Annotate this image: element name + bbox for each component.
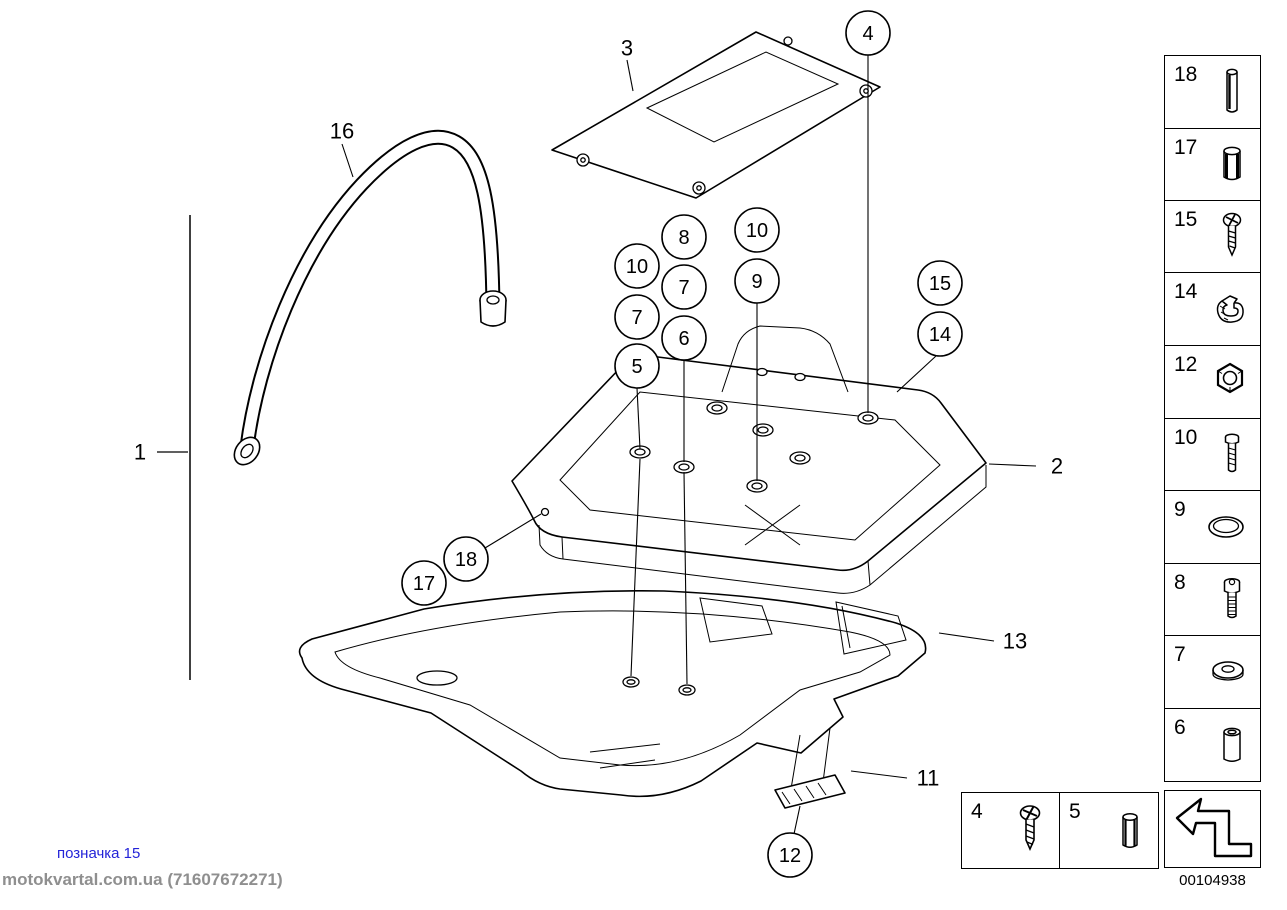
callout-label-3: 3 xyxy=(621,36,633,61)
svg-text:8: 8 xyxy=(678,227,689,249)
svg-text:15: 15 xyxy=(929,273,951,295)
spacer-sleeve-icon xyxy=(1223,727,1241,762)
tapping-screw-icon xyxy=(1222,212,1242,257)
callout-circle-18[interactable]: 18 xyxy=(443,536,489,582)
callout-circle-7[interactable]: 7 xyxy=(661,264,707,310)
document-number: 00104938 xyxy=(1179,872,1246,889)
clip-icon xyxy=(1216,295,1244,323)
svg-text:7: 7 xyxy=(631,307,642,329)
callout-circle-10[interactable]: 10 xyxy=(734,207,780,253)
part-3-cover-plate xyxy=(551,31,881,199)
part-number-label: 17 xyxy=(1174,136,1198,159)
part-box-12[interactable]: 12 xyxy=(1164,345,1261,419)
circled-callouts: 4 8 10 10 7 9 7 6 5 15 14 18 17 12 xyxy=(401,10,963,878)
lower-rack-screw-holes xyxy=(622,676,696,696)
part-number-label: 12 xyxy=(1174,353,1198,376)
part-number-label: 7 xyxy=(1174,643,1186,666)
part-11-clamp-bracket xyxy=(774,727,846,809)
part-number-label: 4 xyxy=(971,800,983,823)
svg-text:12: 12 xyxy=(779,845,801,867)
svg-text:7: 7 xyxy=(678,277,689,299)
tube-end-collar-left xyxy=(233,436,261,466)
gasket-ring-icon xyxy=(1208,516,1244,538)
svg-text:13: 13 xyxy=(1003,629,1027,654)
part-box-5[interactable]: 5 xyxy=(1059,792,1159,869)
part-number-label: 5 xyxy=(1069,800,1081,823)
bolt-icon xyxy=(1223,578,1241,619)
part-number-label: 18 xyxy=(1174,63,1198,86)
part-number-label: 6 xyxy=(1174,716,1186,739)
oval-head-screw-icon xyxy=(1019,804,1041,851)
callout-circle-17[interactable]: 17 xyxy=(401,560,447,606)
svg-text:5: 5 xyxy=(631,356,642,378)
svg-text:10: 10 xyxy=(746,220,768,242)
part-number-label: 14 xyxy=(1174,280,1198,303)
callout-circle-5[interactable]: 5 xyxy=(614,343,660,389)
part-box-15[interactable]: 15 xyxy=(1164,200,1261,274)
cover-plate-holes xyxy=(576,36,873,195)
part-box-18[interactable]: 18 xyxy=(1164,55,1261,129)
callout-circle-7[interactable]: 7 xyxy=(614,294,660,340)
part-number-label: 9 xyxy=(1174,498,1186,521)
svg-text:9: 9 xyxy=(751,271,762,293)
svg-text:6: 6 xyxy=(678,328,689,350)
svg-text:3: 3 xyxy=(621,36,633,61)
part-13-lower-rack xyxy=(298,590,927,809)
part-box-8[interactable]: 8 xyxy=(1164,563,1261,637)
continuation-arrow-box[interactable] xyxy=(1164,790,1261,868)
part-box-7[interactable]: 7 xyxy=(1164,635,1261,709)
svg-text:11: 11 xyxy=(917,766,940,791)
callout-label-16: 16 xyxy=(330,119,354,144)
svg-text:16: 16 xyxy=(330,119,354,144)
svg-text:2: 2 xyxy=(1051,454,1063,479)
washer-icon xyxy=(1212,661,1244,681)
sleeve-icon xyxy=(1122,812,1138,848)
part-box-10[interactable]: 10 xyxy=(1164,418,1261,492)
continuation-arrow-icon xyxy=(1175,797,1252,858)
hex-nut-icon xyxy=(1216,362,1244,394)
callout-circle-14[interactable]: 14 xyxy=(917,311,963,357)
svg-text:1: 1 xyxy=(134,440,146,465)
callout-circle-12[interactable]: 12 xyxy=(767,832,813,878)
callout-circle-9[interactable]: 9 xyxy=(734,258,780,304)
callout-circle-15[interactable]: 15 xyxy=(917,260,963,306)
tube-end-collar-right xyxy=(479,290,507,327)
svg-text:10: 10 xyxy=(626,256,648,278)
part-box-6[interactable]: 6 xyxy=(1164,708,1261,782)
screw-icon xyxy=(1224,433,1240,473)
svg-text:14: 14 xyxy=(929,324,951,346)
callout-circle-6[interactable]: 6 xyxy=(661,315,707,361)
part-number-label: 15 xyxy=(1174,208,1198,231)
part-box-17[interactable]: 17 xyxy=(1164,128,1261,202)
bushing-icon xyxy=(1223,146,1241,181)
part-box-9[interactable]: 9 xyxy=(1164,490,1261,564)
part-2-carrier-plate xyxy=(511,325,987,594)
svg-text:18: 18 xyxy=(455,549,477,571)
site-watermark: motokvartal.com.ua (71607672271) xyxy=(2,870,283,889)
annotation-note: позначка 15 xyxy=(57,845,141,862)
callout-circle-10[interactable]: 10 xyxy=(614,243,660,289)
plain-callouts: 3 16 1 2 13 11 xyxy=(134,36,1063,791)
callout-label-11: 11 xyxy=(917,766,940,791)
pin-icon xyxy=(1226,68,1238,113)
part-16-handle-tube xyxy=(233,129,507,466)
leader-lines xyxy=(341,55,1037,835)
part-1-assembly-bracket xyxy=(157,215,191,680)
callout-label-2: 2 xyxy=(1051,454,1063,479)
part-number-label: 8 xyxy=(1174,571,1186,594)
svg-text:17: 17 xyxy=(413,573,435,595)
callout-label-1: 1 xyxy=(134,440,146,465)
callout-label-13: 13 xyxy=(1003,629,1027,654)
callout-circle-4[interactable]: 4 xyxy=(845,10,891,56)
callout-circle-8[interactable]: 8 xyxy=(661,214,707,260)
part-number-label: 10 xyxy=(1174,426,1198,449)
part-box-14[interactable]: 14 xyxy=(1164,272,1261,346)
part-box-4[interactable]: 4 xyxy=(961,792,1061,869)
svg-text:4: 4 xyxy=(862,23,873,45)
lock-housing xyxy=(721,325,849,393)
